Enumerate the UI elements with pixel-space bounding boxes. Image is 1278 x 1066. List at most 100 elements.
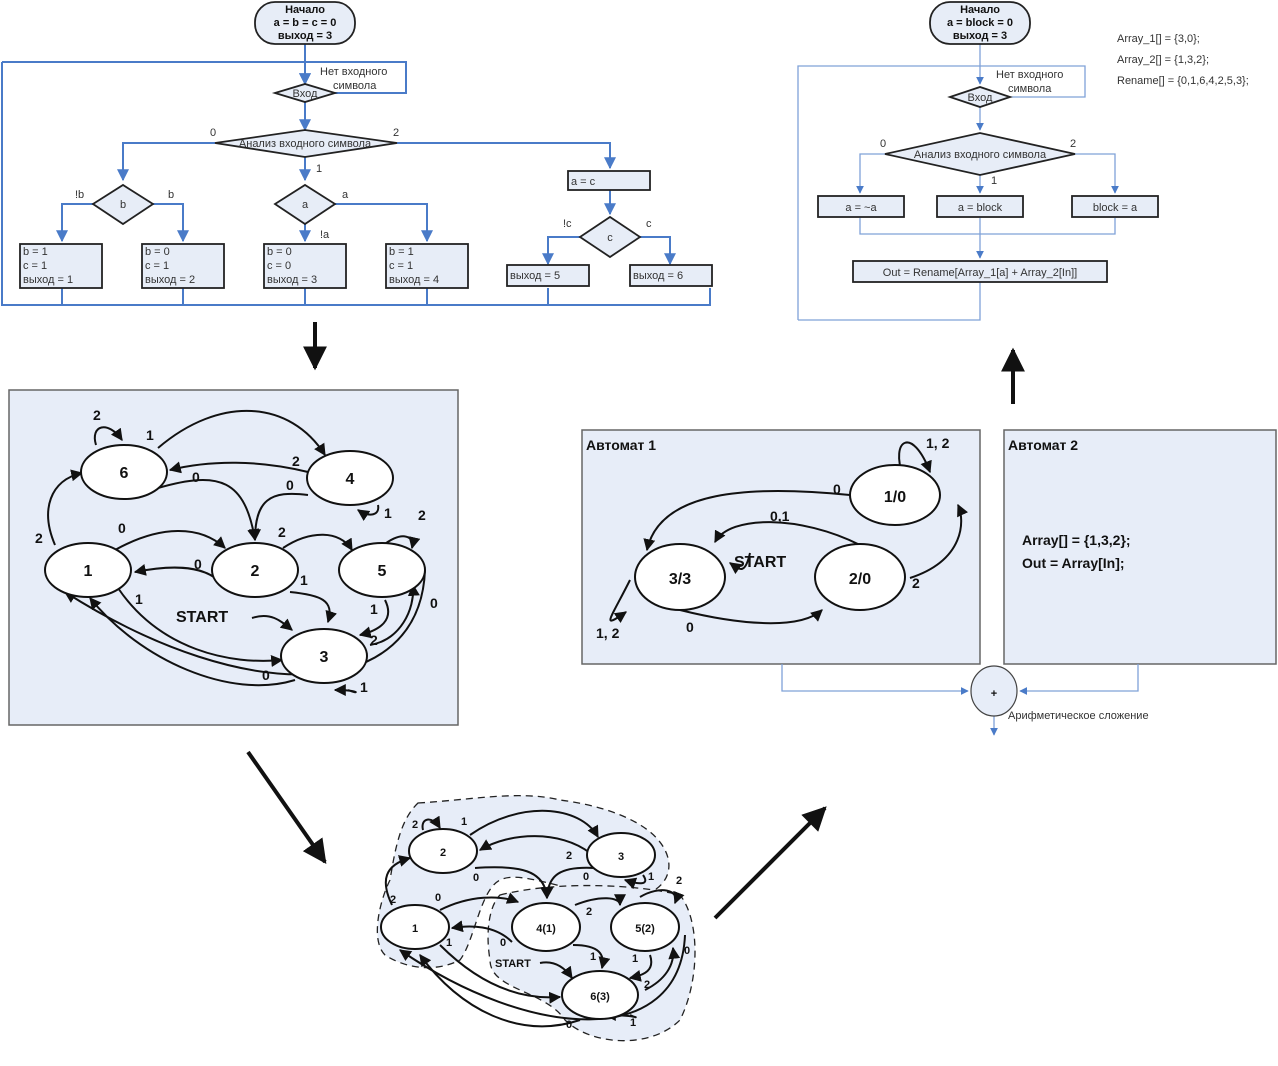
split-state-5-label: 5(2) [635,923,655,935]
split-state-6-label: 6(3) [590,991,610,1003]
edge-label: 0 [686,619,694,635]
box2-l2: c = 1 [145,260,169,272]
box-block-a [1071,195,1159,218]
analyze-label: Анализ входного символа [239,138,372,150]
edge-label: 2 [370,632,378,648]
edge-label: 1 [461,816,467,828]
split-state-5 [610,902,680,952]
edge-label: 0 [833,481,841,497]
edge-label: 0 [583,871,589,883]
box4-l2: c = 1 [389,260,413,272]
automat-1-title: Автомат 1 [586,437,656,453]
automat-2: Автомат 2 Array[] = {1,3,2}; Out = Array… [1003,429,1277,665]
decision-c [578,215,642,259]
edge-label: 2 [644,979,650,991]
edge-label: 1 [300,572,308,588]
split-state-1-label: 1 [412,923,418,935]
edge-label: 0 [192,469,200,485]
box4-l3: выход = 4 [389,274,439,286]
edge-label: 1 [648,871,654,883]
automat-1-panel [581,429,981,665]
no-input2-label-2: символа [1008,83,1052,95]
edge-label: 0 [194,556,202,572]
box-not-a-label: a = ~a [845,202,877,214]
split-start-label: START [495,958,531,970]
split-state-6 [561,970,639,1020]
assign-a-c-label: a = c [571,176,596,188]
branch-0: 0 [210,127,216,139]
branch-1: 1 [316,163,322,175]
edge-label: 1 [632,953,638,965]
decision-a [273,183,337,226]
box1-l2: c = 1 [23,260,47,272]
edge-label: 1 [590,951,596,963]
cond-a: a [342,189,349,201]
split-state-1 [380,904,450,950]
decision-b-label: b [120,199,126,211]
a1-state-1-0-label: 1/0 [884,489,906,506]
state-1-label: 1 [84,563,93,580]
edge-label: 0 [435,892,441,904]
input-decision [271,83,339,103]
flow-arrows [246,322,1025,920]
automat-2-panel [1003,429,1277,665]
edge-label: 2 [278,524,286,540]
cond-not-b: !b [75,189,84,201]
start2-line-2: a = block = 0 [947,17,1013,29]
edge-label: 2 [566,850,572,862]
no-input2-label-1: Нет входного [996,69,1063,81]
edge-label: 2 [676,875,682,887]
adder-label: Арифметическое сложение [1008,710,1149,722]
edge-label: 2 [292,453,300,469]
start2-line-3: выход = 3 [953,30,1007,42]
a1-state-3-3 [634,543,726,611]
branch2-0: 0 [880,138,886,150]
edge-label: 1, 2 [596,625,620,641]
analyze2-label: Анализ входного символа [914,149,1047,161]
state-6 [80,444,168,500]
box2-l3: выход = 2 [145,274,195,286]
box-output-4 [385,243,469,289]
start-label: START [176,609,228,626]
a1-start-label: START [734,554,786,571]
a1-state-2-0 [814,543,906,611]
cond-b: b [168,189,174,201]
box3-l2: c = 0 [267,260,291,272]
edge-label: 1 [146,427,154,443]
analyze-decision [214,129,398,158]
box1-l1: b = 1 [23,246,48,258]
automat-2-title: Автомат 2 [1008,437,1078,453]
branch-2: 2 [393,127,399,139]
start2-line-1: Начало [960,4,1000,16]
automat-1: Автомат 1 1/0 3/3 2/0 START 1, 2 0 0,1 1… [581,429,981,665]
automat-2-code-1: Array[] = {1,3,2}; [1022,532,1131,548]
out-rename-label: Out = Rename[Array_1[a] + Array_2[In]] [883,267,1077,279]
edge-label: 0 [118,520,126,536]
box-not-a [817,195,905,218]
automat-2-code-2: Out = Array[In]; [1022,555,1125,571]
edge-label: 2 [93,407,101,423]
state-5-label: 5 [378,563,387,580]
split-state-3 [586,832,656,878]
box4-l1: b = 1 [389,246,414,258]
edge-label: 2 [912,575,920,591]
adder: + Арифметическое сложение [781,664,1149,736]
split-state-2 [408,828,478,874]
box-block-a-label: block = a [1093,202,1138,214]
box3-l1: b = 0 [267,246,292,258]
state-6-label: 6 [120,465,129,482]
plus-icon: + [991,688,997,700]
edge-label: 0 [500,937,506,949]
automaton-6-states: 6 4 1 2 5 3 START 2 1 2 0 0 1 2 0 0 2 2 … [8,389,459,726]
out5-label: выход = 5 [510,270,560,282]
split-state-3-label: 3 [618,851,624,863]
split-state-4-label: 4(1) [536,923,556,935]
analyze-decision-2 [884,132,1076,176]
edge-label: 0 [430,595,438,611]
no-input-label-2: символа [333,80,377,92]
edge-label: 1 [630,1017,636,1029]
state-4-label: 4 [346,471,355,488]
edge-label: 0 [262,667,270,683]
input2-label: Вход [968,92,993,104]
